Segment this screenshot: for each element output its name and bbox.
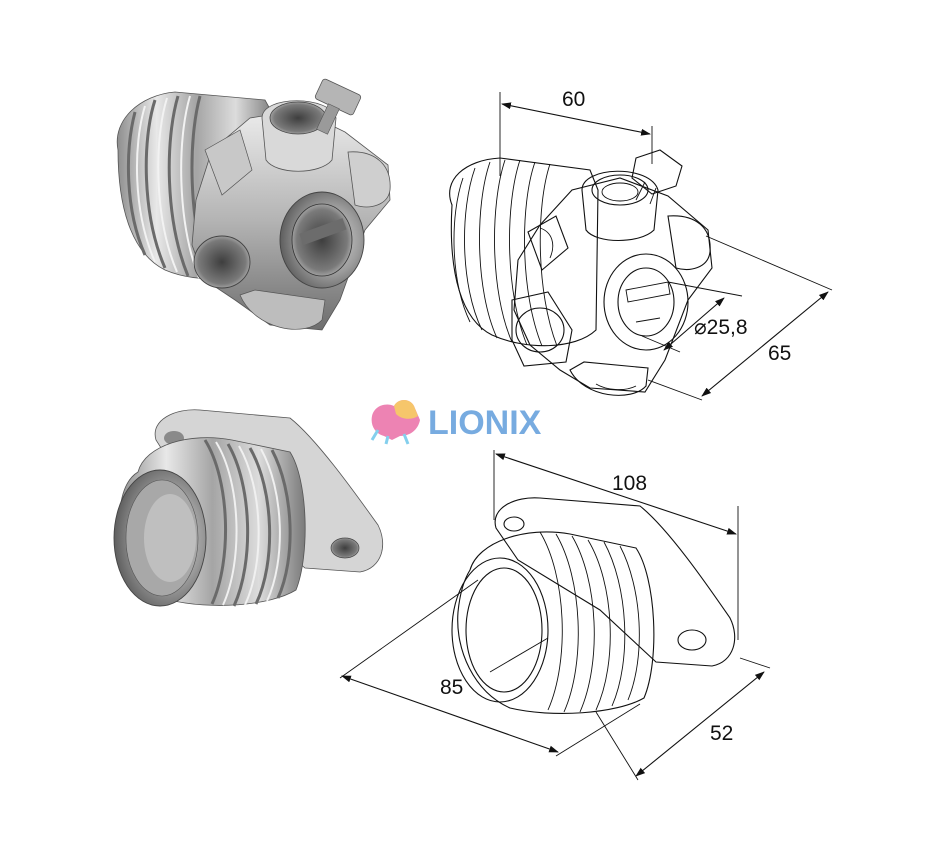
dimension-label-bore: ⌀25,8 [694, 316, 748, 339]
line-drawing-adapter-top [449, 92, 833, 401]
render-adapter-bottom [113, 409, 384, 607]
dimension-label-85: 85 [440, 676, 463, 699]
dimension-label-65: 65 [768, 342, 791, 365]
render-adapter-top [116, 78, 391, 331]
line-drawing-adapter-bottom [339, 450, 771, 781]
dimension-label-52: 52 [710, 722, 733, 745]
lion-logo-icon [370, 400, 420, 445]
dimension-label-60: 60 [562, 88, 585, 111]
watermark-text: LIONIX [428, 404, 542, 442]
dimension-label-108: 108 [612, 472, 647, 495]
watermark-logo: LIONIX [370, 400, 542, 445]
